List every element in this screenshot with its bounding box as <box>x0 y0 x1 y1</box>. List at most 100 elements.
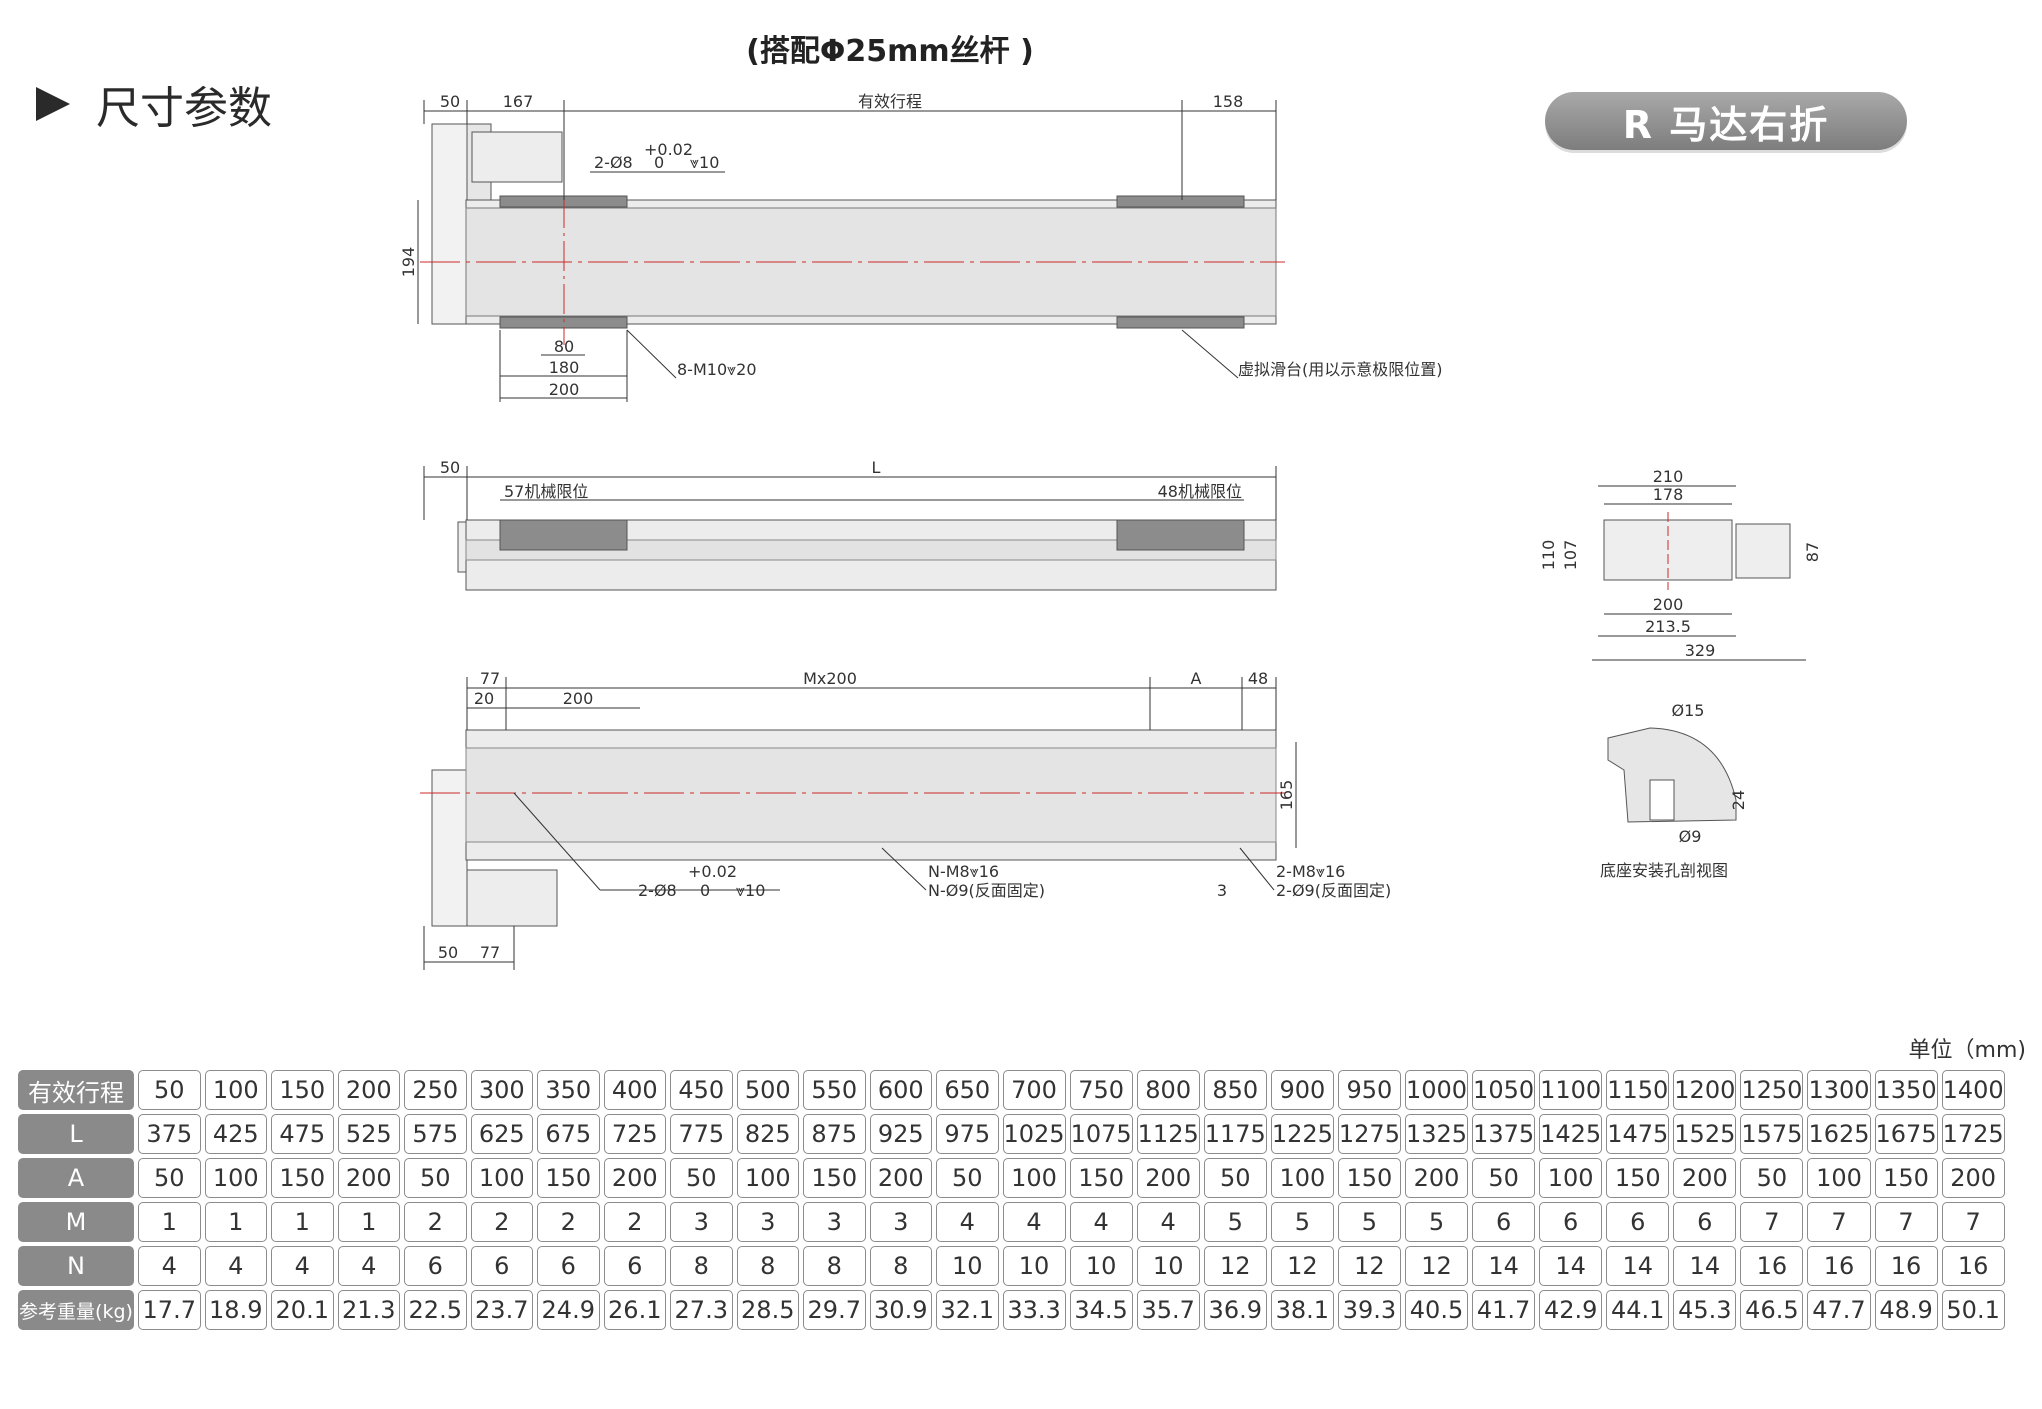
table-cell: 1425 <box>1539 1114 1603 1154</box>
table-cell: 38.1 <box>1270 1290 1334 1330</box>
table-cell: 1 <box>138 1202 201 1242</box>
table-cell: 7 <box>1874 1202 1938 1242</box>
section-title-text: 尺寸参数 <box>96 83 272 134</box>
table-cell: 1100 <box>1539 1070 1603 1110</box>
table-cell: 1200 <box>1673 1070 1737 1110</box>
table-cell: 200 <box>869 1158 932 1198</box>
table-cell: 1 <box>204 1202 267 1242</box>
row-header: L <box>18 1114 134 1154</box>
unit-label: 单位（mm) <box>1908 1038 2026 1063</box>
dim-label: 有效行程 <box>858 92 922 111</box>
table-cell: 1300 <box>1807 1070 1871 1110</box>
row-header: 参考重量(kg) <box>18 1290 134 1330</box>
table-cell: 42.9 <box>1539 1290 1603 1330</box>
table-cell: 100 <box>1002 1158 1066 1198</box>
table-cell: 47.7 <box>1807 1290 1871 1330</box>
dim-label: 200 <box>549 380 580 399</box>
table-cell: 8 <box>736 1246 799 1286</box>
table-cell: 200 <box>1941 1158 2005 1198</box>
table-cell: 6 <box>1539 1202 1603 1242</box>
dim-label: 80 <box>554 337 574 356</box>
table-cell: 375 <box>138 1114 201 1154</box>
table-cell: 8 <box>803 1246 866 1286</box>
table-cell: 8 <box>869 1246 932 1286</box>
dim-label: 50 <box>440 92 460 111</box>
dim-label: 200 <box>1653 595 1684 614</box>
dim-label: 200 <box>563 689 594 708</box>
table-cell: 2 <box>404 1202 467 1242</box>
table-cell: 35.7 <box>1136 1290 1200 1330</box>
table-cell: 24.9 <box>537 1290 600 1330</box>
table-cell: 925 <box>869 1114 932 1154</box>
table-cell: 50 <box>936 1158 999 1198</box>
dim-label: 2-Ø8 <box>594 153 633 172</box>
table-cell: 4 <box>1069 1202 1133 1242</box>
table-cell: 100 <box>204 1158 267 1198</box>
table-cell: 1625 <box>1807 1114 1871 1154</box>
table-cell: 50 <box>1740 1158 1804 1198</box>
table-cell: 7 <box>1740 1202 1804 1242</box>
table-cell: 200 <box>1673 1158 1737 1198</box>
table-cell: 700 <box>1002 1070 1066 1110</box>
table-cell: 33.3 <box>1002 1290 1066 1330</box>
table-cell: 6 <box>1472 1202 1536 1242</box>
table-cell: 1275 <box>1337 1114 1401 1154</box>
table-cell: 5 <box>1203 1202 1267 1242</box>
table-cell: 3 <box>869 1202 932 1242</box>
table-cell: 12 <box>1203 1246 1267 1286</box>
table-cell: 10 <box>1069 1246 1133 1286</box>
table-cell: 36.9 <box>1203 1290 1267 1330</box>
top-view: 50 167 有效行程 158 2-Ø8 +0.02 0 ⩔10 194 80 … <box>399 92 1443 402</box>
dim-label: 87 <box>1803 542 1822 562</box>
table-cell: 50 <box>670 1158 733 1198</box>
table-cell: 18.9 <box>204 1290 267 1330</box>
section-view: Ø15 24 Ø9 底座安装孔剖视图 <box>1600 701 1748 880</box>
table-cell: 550 <box>803 1070 866 1110</box>
table-cell: 14 <box>1539 1246 1603 1286</box>
table-cell: 44.1 <box>1606 1290 1670 1330</box>
dim-label: N-M8⩔16 <box>928 862 999 881</box>
table-cell: 850 <box>1203 1070 1267 1110</box>
table-cell: 250 <box>404 1070 467 1110</box>
table-cell: 14 <box>1606 1246 1670 1286</box>
table-cell: 6 <box>404 1246 467 1286</box>
section-title: 尺寸参数 <box>36 72 272 136</box>
table-cell: 3 <box>803 1202 866 1242</box>
table-cell: 16 <box>1740 1246 1804 1286</box>
table-cell: 26.1 <box>603 1290 666 1330</box>
table-cell: 1350 <box>1874 1070 1938 1110</box>
dim-label: 110 <box>1539 540 1558 571</box>
table-cell: 400 <box>603 1070 666 1110</box>
table-cell: 4 <box>1136 1202 1200 1242</box>
table-cell: 425 <box>204 1114 267 1154</box>
side-view: 50 L 57机械限位 48机械限位 <box>423 458 1277 591</box>
dim-label: 158 <box>1213 92 1244 111</box>
table-cell: 4 <box>271 1246 334 1286</box>
dim-label: N-Ø9(反面固定) <box>928 881 1045 900</box>
table-cell: 150 <box>271 1070 334 1110</box>
table-cell: 48.9 <box>1874 1290 1938 1330</box>
dim-label: 3 <box>1217 881 1227 900</box>
dim-label: +0.02 <box>644 140 693 159</box>
dim-label: 178 <box>1653 485 1684 504</box>
table-cell: 1225 <box>1270 1114 1334 1154</box>
table-cell: 1675 <box>1874 1114 1938 1154</box>
dim-label: 24 <box>1729 790 1748 810</box>
table-cell: 625 <box>470 1114 533 1154</box>
table-cell: 5 <box>1404 1202 1469 1242</box>
table-cell: 1 <box>271 1202 334 1242</box>
table-cell: 800 <box>1136 1070 1200 1110</box>
table-cell: 1475 <box>1606 1114 1670 1154</box>
table-cell: 34.5 <box>1069 1290 1133 1330</box>
table-cell: 16 <box>1807 1246 1871 1286</box>
table-cell: 14 <box>1472 1246 1536 1286</box>
table-cell: 600 <box>869 1070 932 1110</box>
table-cell: 1175 <box>1203 1114 1267 1154</box>
table-cell: 7 <box>1807 1202 1871 1242</box>
table-cell: 10 <box>1136 1246 1200 1286</box>
table-cell: 6 <box>537 1246 600 1286</box>
